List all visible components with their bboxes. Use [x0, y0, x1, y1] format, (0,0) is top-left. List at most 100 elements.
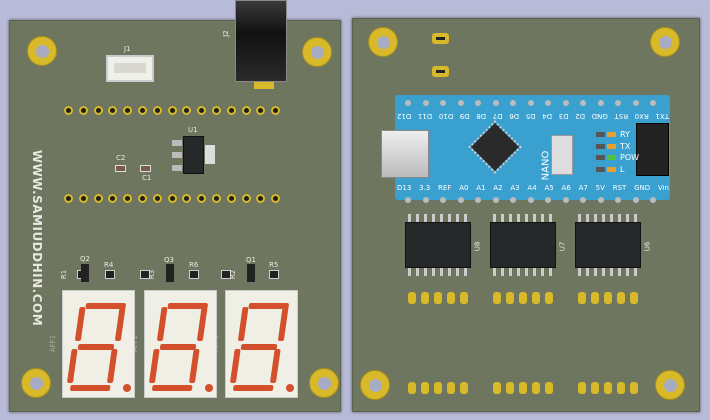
u1-lead — [172, 152, 182, 158]
ic-label: U8 — [473, 241, 482, 252]
segment — [197, 307, 208, 341]
header-pin — [212, 194, 221, 203]
ic-lead — [408, 214, 411, 222]
solder-pad — [447, 292, 455, 304]
nano-pin — [632, 197, 639, 203]
seven-segment-display — [144, 290, 217, 398]
c1-label: C1 — [142, 174, 152, 182]
q1-label: Q1 — [246, 256, 256, 264]
header-pin — [241, 194, 251, 203]
solder-pad — [506, 292, 514, 304]
j1-connector — [106, 55, 154, 82]
ic-lead — [440, 214, 443, 222]
r6-label: R6 — [189, 261, 199, 269]
u1-lead — [172, 140, 182, 146]
solder-pad — [604, 292, 612, 304]
header-pin — [78, 194, 88, 203]
nano-pin — [650, 100, 656, 106]
segment — [75, 307, 86, 341]
header-pin — [212, 106, 221, 115]
ic-lead — [618, 214, 621, 222]
solder-pad — [421, 292, 429, 304]
nano-pin — [580, 100, 586, 106]
r1-label: R1 — [60, 269, 69, 280]
mounting-hole — [309, 368, 339, 398]
header-pin — [197, 106, 207, 115]
solder-pad — [532, 382, 540, 394]
ic-lead — [586, 268, 589, 276]
header-pin — [271, 106, 281, 115]
ic-lead — [586, 214, 589, 222]
solder-pad — [254, 82, 274, 89]
led-resistor — [596, 166, 605, 172]
segment — [159, 344, 197, 350]
nano-pin — [475, 100, 481, 106]
status-led — [607, 166, 616, 172]
nano-pin — [510, 197, 516, 203]
decimal-point — [205, 384, 213, 392]
nano-pin — [580, 197, 586, 203]
nano-pin — [545, 197, 551, 203]
q1-transistor — [247, 264, 255, 282]
ic-lead — [440, 268, 443, 276]
ic-lead — [626, 268, 629, 276]
ic-lead — [448, 268, 451, 276]
decimal-point — [286, 384, 294, 392]
r4-resistor — [105, 270, 115, 279]
j2-label: J2 — [221, 30, 230, 37]
header-pin — [138, 106, 147, 115]
header-pin — [152, 106, 162, 115]
ic-lead — [634, 268, 637, 276]
ic-lead — [456, 214, 459, 222]
ic-lead — [541, 214, 544, 222]
status-led — [607, 132, 616, 137]
header-pin — [152, 194, 162, 203]
header-pin — [138, 194, 147, 203]
solder-pad — [545, 292, 553, 304]
header-pin — [241, 106, 251, 115]
solder-pad — [408, 292, 416, 304]
nano-top-pin-labels: TX1 RX0 RST GND D2 D3 D4 D5 D6 D7 D8 D9 … — [397, 112, 669, 119]
ic-lead — [408, 268, 411, 276]
ic-lead — [493, 214, 496, 222]
u1-regulator — [183, 136, 204, 174]
ic-lead — [416, 214, 419, 222]
seven-segment-display — [225, 290, 298, 398]
nano-pin — [405, 100, 411, 106]
aff1-label: AFF1 — [49, 334, 58, 353]
segment — [167, 303, 208, 309]
r2-resistor — [221, 270, 231, 279]
solder-pad — [493, 382, 501, 394]
ic-lead — [517, 268, 520, 276]
ic-lead — [533, 214, 536, 222]
reset-button[interactable] — [551, 135, 573, 175]
header-pin — [197, 194, 207, 203]
smd-component — [436, 70, 445, 73]
nano-pin — [562, 100, 569, 106]
header-pin — [226, 194, 236, 203]
r4-label: R4 — [104, 261, 114, 269]
header-pin — [108, 106, 118, 115]
mounting-hole — [650, 27, 680, 57]
nano-pin — [405, 197, 411, 203]
u1-label: U1 — [188, 126, 198, 134]
ic-lead — [549, 214, 552, 222]
ic-lead — [578, 268, 581, 276]
nano-pin — [422, 100, 429, 106]
led-label: POW — [620, 153, 640, 162]
header-pin — [123, 106, 133, 115]
nano-pin — [457, 197, 464, 203]
led-label: RY — [620, 130, 630, 139]
ic-lead — [456, 268, 459, 276]
header-pin — [93, 194, 103, 203]
solder-pad — [604, 382, 612, 394]
segment — [67, 349, 78, 383]
ic-lead — [602, 214, 605, 222]
ic-lead — [509, 268, 512, 276]
solder-pad — [617, 292, 625, 304]
segment — [189, 349, 200, 383]
ic-lead — [626, 214, 629, 222]
ic-lead — [602, 268, 605, 276]
solder-pad — [408, 382, 416, 394]
led-resistor — [596, 155, 605, 160]
